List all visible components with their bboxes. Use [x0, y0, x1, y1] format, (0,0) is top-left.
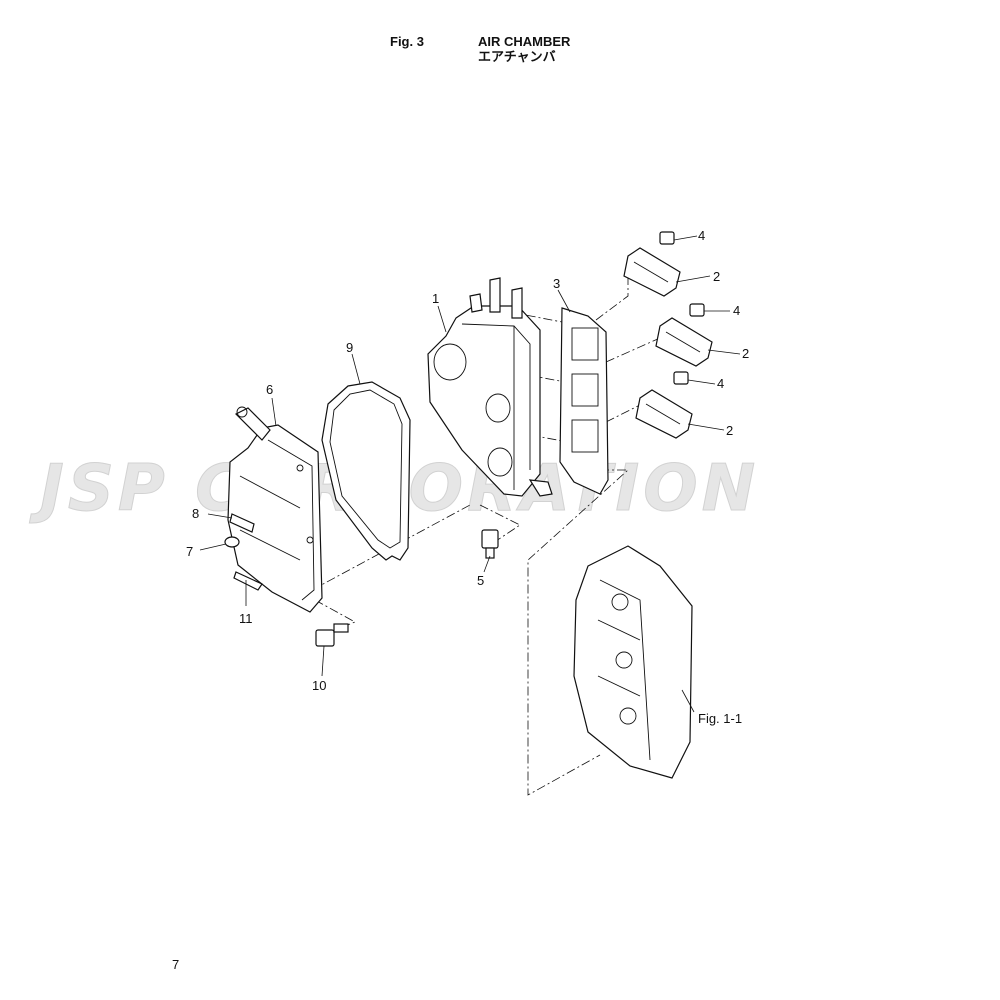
- figure-title-japanese: エアチャンバ: [478, 50, 556, 65]
- part-10-drain-bolt: [315, 623, 349, 647]
- part-9-gasket: [321, 381, 411, 561]
- callout-6: 6: [266, 382, 273, 397]
- callout-3: 3: [553, 276, 560, 291]
- callout-2a: 2: [713, 269, 720, 284]
- part-3-gasket-plate: [559, 307, 609, 495]
- callout-11: 11: [239, 611, 253, 626]
- part-1-air-chamber: [427, 277, 553, 497]
- part-6-cover: [227, 406, 323, 613]
- callout-1: 1: [432, 291, 439, 306]
- figure-number: Fig. 3: [390, 34, 424, 49]
- figure-title-english: AIR CHAMBER: [478, 34, 571, 49]
- callout-4a: 4: [698, 228, 705, 243]
- callout-8: 8: [192, 506, 199, 521]
- callout-9: 9: [346, 340, 353, 355]
- callout-10: 10: [312, 678, 326, 693]
- leader-lines: [199, 235, 741, 713]
- callout-4c: 4: [717, 376, 724, 391]
- callout-2b: 2: [742, 346, 749, 361]
- callout-labels: 1 9 3 6 8 7 11 10 5 4 2 4 2 4 2 Fig. 1-1: [186, 228, 749, 726]
- callout-4b: 4: [733, 303, 740, 318]
- callout-2c: 2: [726, 423, 733, 438]
- cylinder-block-reference: [573, 545, 693, 779]
- callout-7: 7: [186, 544, 193, 559]
- part-2-reed-valves: [623, 247, 713, 439]
- page-number: 7: [172, 957, 180, 972]
- part-4-screws: [659, 231, 705, 385]
- parts-7-8-11-fasteners: [224, 513, 263, 591]
- part-5-bolt: [481, 529, 499, 559]
- callout-5: 5: [477, 573, 484, 588]
- figure-reference: Fig. 1-1: [698, 711, 742, 726]
